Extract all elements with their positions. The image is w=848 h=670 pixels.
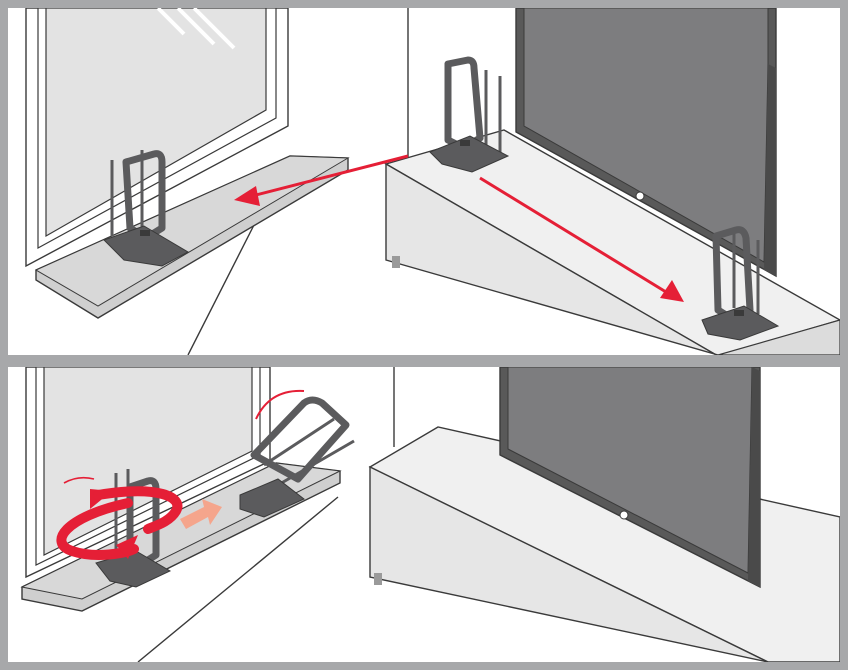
room-walls	[137, 367, 395, 662]
arrow-icon	[180, 499, 222, 529]
placement-scene	[25, 8, 840, 355]
antenna-icon	[95, 469, 172, 588]
rotation-panel	[8, 367, 840, 662]
placement-panel	[8, 8, 840, 355]
antenna-icon	[429, 56, 510, 173]
tv-stand	[368, 426, 840, 662]
window-icon	[25, 8, 289, 268]
television-icon	[515, 8, 777, 278]
rotate-arrow-icon	[56, 476, 183, 560]
arrow-icon	[234, 154, 409, 206]
rotation-scene	[20, 367, 840, 662]
antenna-icon	[701, 226, 780, 341]
television-icon	[499, 367, 761, 589]
arrow-icon	[479, 176, 684, 302]
antenna-icon	[103, 150, 190, 267]
antenna-icon	[239, 396, 355, 518]
rotate-arrow-icon	[255, 389, 305, 420]
